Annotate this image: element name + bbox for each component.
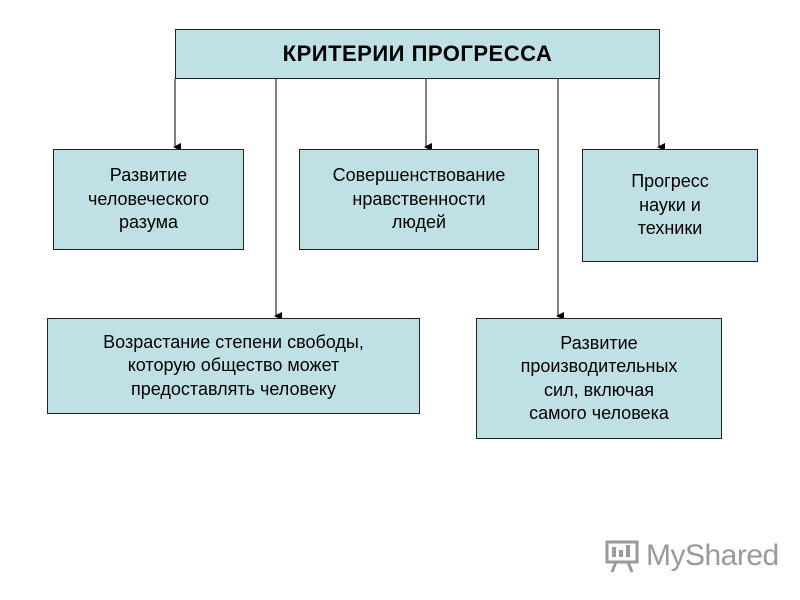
node-freedom: Возрастание степени свободы,которую обще… bbox=[47, 318, 420, 414]
watermark-logo: MyShared bbox=[604, 536, 779, 576]
node-freedom-text: Возрастание степени свободы,которую обще… bbox=[103, 331, 364, 399]
presentation-board-icon bbox=[605, 540, 639, 573]
watermark-text: MyShared bbox=[646, 539, 779, 572]
diagram-title: КРИТЕРИИ ПРОГРЕССА bbox=[175, 29, 660, 79]
